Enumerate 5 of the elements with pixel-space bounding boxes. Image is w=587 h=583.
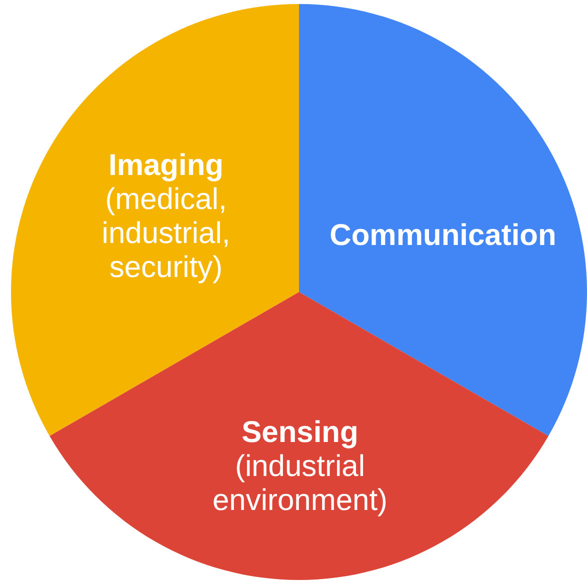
slice-description: (medical, industrial, security) xyxy=(100,183,232,285)
slice-description: (industrial environment) xyxy=(211,450,389,518)
slice-title: Sensing xyxy=(240,416,360,450)
slice-title: Communication xyxy=(328,219,558,253)
slice-title: Imaging xyxy=(107,149,224,183)
